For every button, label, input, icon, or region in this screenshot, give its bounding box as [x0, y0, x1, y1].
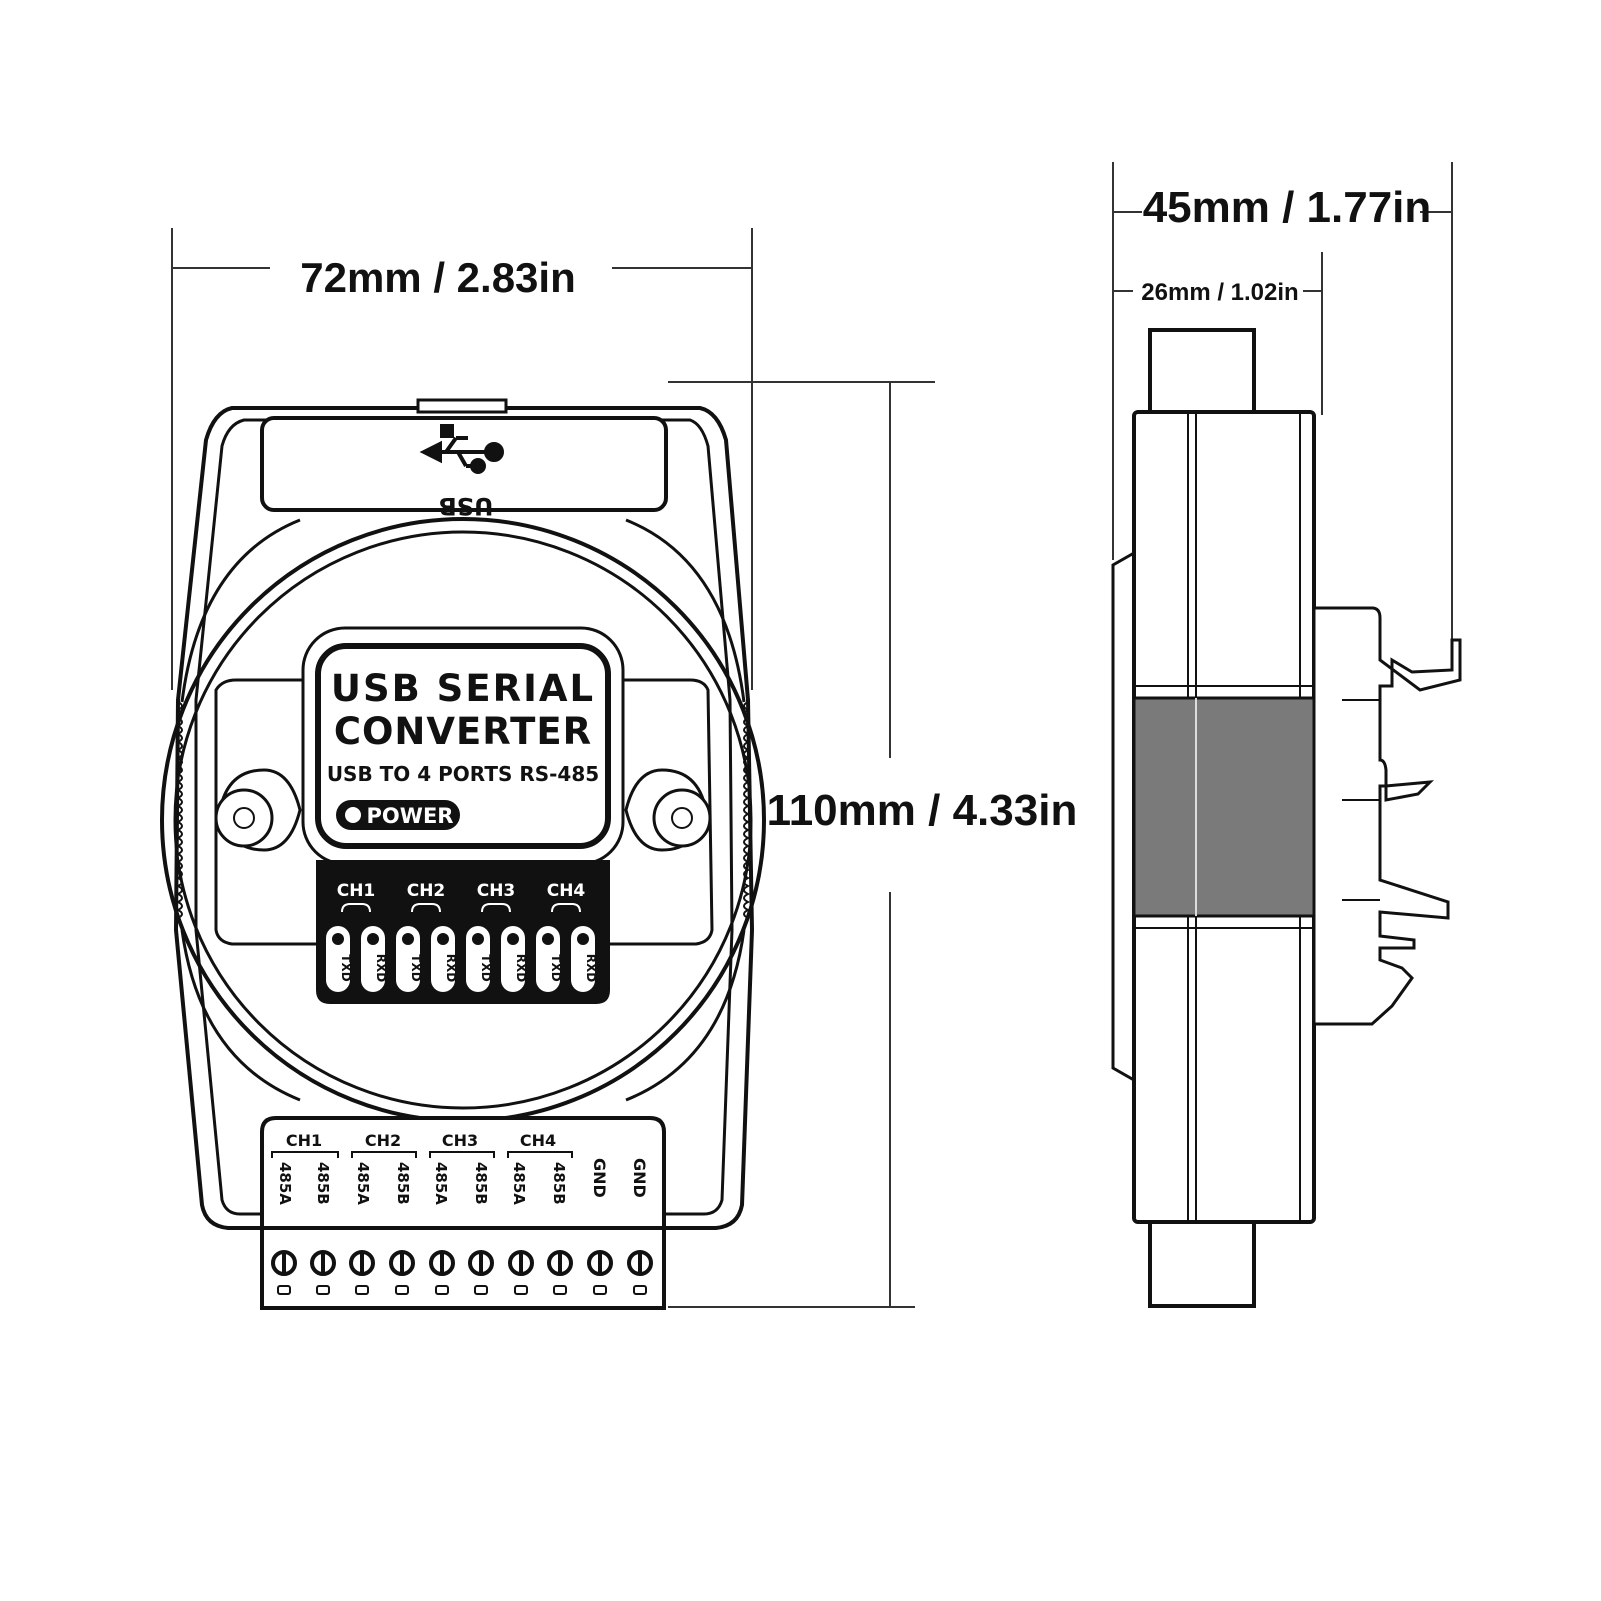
terminal-a-label: 485A — [276, 1162, 294, 1205]
subtitle: USB TO 4 PORTS RS-485 — [327, 762, 599, 786]
power-led-icon — [345, 807, 361, 823]
side-grip-band — [1132, 696, 1316, 918]
led-channel-2: CH2 TXD RXD — [396, 881, 458, 992]
terminal-channel-4: CH4 485A 485B — [507, 1131, 573, 1205]
gnd-label-2: GND — [630, 1158, 649, 1198]
terminal-channel-label: CH1 — [286, 1131, 322, 1150]
screw-icon — [547, 1250, 573, 1295]
front-height-dimension — [668, 381, 935, 1308]
screw-icon — [429, 1250, 455, 1295]
side-depth-dimension — [1112, 162, 1453, 650]
right-mount-hole — [624, 768, 712, 852]
terminal-b-label: 485B — [550, 1162, 568, 1205]
front-dial-inner — [173, 530, 753, 1110]
power-label: POWER — [367, 804, 454, 828]
terminal-channel-2: CH2 485A 485B — [351, 1131, 417, 1205]
led-channel-1: CH1 TXD RXD — [326, 881, 388, 992]
device-side-view — [1111, 328, 1462, 1308]
screw-icon — [389, 1250, 415, 1295]
led-tx-label: TXD — [339, 954, 353, 981]
usb-port-tab — [416, 398, 508, 414]
screw-icon — [508, 1250, 534, 1295]
screw-icon — [627, 1250, 653, 1295]
led-rx-label: RXD — [514, 954, 528, 982]
terminal-b-label: 485B — [314, 1162, 332, 1205]
led-rx-label: RXD — [374, 954, 388, 982]
screw-icon — [468, 1250, 494, 1295]
led-rx-label: RXD — [584, 954, 598, 982]
left-mount-hole — [214, 768, 302, 852]
screw-icon — [310, 1250, 336, 1295]
title-line-1: USB SERIAL — [331, 667, 595, 710]
led-channel-label: CH1 — [337, 881, 376, 901]
terminal-channel-label: CH2 — [365, 1131, 401, 1150]
terminal-channel-3: CH3 485A 485B — [429, 1131, 495, 1205]
terminal-screws — [271, 1250, 653, 1295]
terminal-b-label: 485B — [394, 1162, 412, 1205]
side-total-depth-label: 45mm / 1.77in — [1143, 183, 1432, 232]
led-channel-label: CH2 — [407, 881, 446, 901]
front-width-dimension — [171, 228, 753, 690]
label-panel-inner — [315, 643, 611, 849]
terminal-label-panel — [260, 1116, 666, 1230]
led-channel-label: CH3 — [477, 881, 516, 901]
front-height-label: 110mm / 4.33in — [767, 786, 1078, 835]
led-channel-3: CH3 TXD RXD — [466, 881, 528, 992]
terminal-channel-label: CH4 — [520, 1131, 556, 1150]
terminal-channel-label: CH3 — [442, 1131, 478, 1150]
terminal-a-label: 485A — [432, 1162, 450, 1205]
gnd-label-1: GND — [590, 1158, 609, 1198]
side-top-connector — [1148, 328, 1256, 414]
led-panel — [316, 860, 610, 1004]
usb-label: USB — [438, 492, 493, 520]
title-line-2: CONVERTER — [334, 710, 592, 753]
led-tx-label: TXD — [479, 954, 493, 981]
screw-icon — [349, 1250, 375, 1295]
device-front-view — [160, 398, 766, 1310]
din-rail-clip — [1312, 606, 1462, 1026]
side-body-depth-label: 26mm / 1.02in — [1141, 279, 1298, 306]
side-bottom-connector — [1148, 1220, 1256, 1308]
terminal-a-label: 485A — [354, 1162, 372, 1205]
led-tx-label: TXD — [409, 954, 423, 981]
led-channel-4: CH4 TXD RXD — [536, 881, 598, 992]
led-tx-label: TXD — [549, 954, 563, 981]
screw-icon — [587, 1250, 613, 1295]
led-rx-label: RXD — [444, 954, 458, 982]
front-width-label: 72mm / 2.83in — [300, 254, 575, 301]
terminal-a-label: 485A — [510, 1162, 528, 1205]
usb-icon — [419, 424, 504, 474]
led-channel-label: CH4 — [547, 881, 586, 901]
terminal-channel-1: CH1 485A 485B — [271, 1131, 339, 1205]
terminal-b-label: 485B — [472, 1162, 490, 1205]
power-indicator: POWER — [336, 800, 460, 830]
screw-icon — [271, 1250, 297, 1295]
